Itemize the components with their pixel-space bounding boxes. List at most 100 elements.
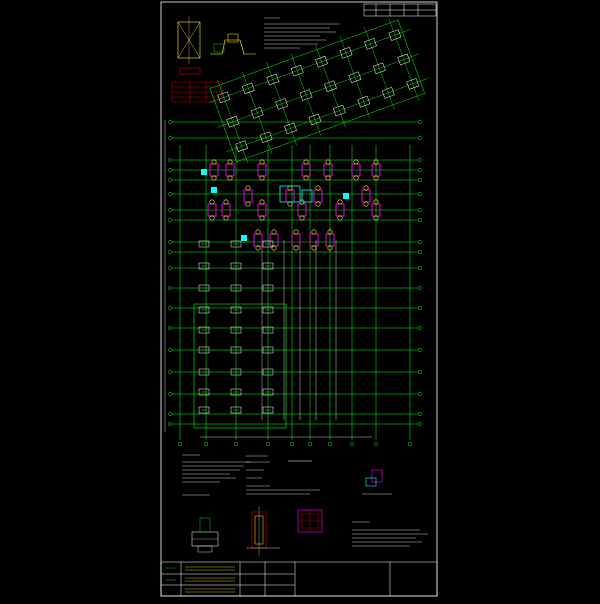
column (198, 326, 210, 334)
wing-column (299, 89, 313, 101)
title-block-bottom (160, 561, 438, 597)
notes-middle (246, 455, 320, 495)
pile-marker (271, 245, 277, 251)
axis-bubble (418, 370, 422, 374)
pile-marker (363, 201, 369, 207)
title-strip-top (363, 3, 437, 17)
column (230, 306, 242, 314)
column (198, 306, 210, 314)
pile-marker (259, 199, 265, 205)
shear-wall (285, 189, 295, 203)
column-detail-top-left (177, 16, 201, 75)
pile-marker (299, 215, 305, 221)
wing-column (348, 71, 362, 84)
pile-marker (245, 185, 251, 191)
wing-axis (226, 78, 428, 152)
axis-bubble (168, 348, 172, 352)
axis-bubble (418, 306, 422, 310)
column-section-right (362, 469, 392, 495)
axis-bubble (418, 208, 422, 212)
pile-marker (259, 215, 265, 221)
axis-bubble (418, 120, 422, 124)
annotation-tag (201, 169, 207, 175)
axis-bubble (168, 412, 172, 416)
axis-bubble (168, 192, 172, 196)
shear-wall (253, 233, 263, 247)
axis-bubble (418, 422, 422, 426)
wing-column (275, 98, 289, 110)
wing-column (290, 64, 304, 77)
axis-bubble (418, 266, 422, 270)
core-opening (279, 185, 301, 203)
axis-bubble (290, 442, 294, 446)
wing-column (217, 91, 231, 104)
annotation-tag (241, 235, 247, 241)
pile-marker (211, 175, 217, 181)
wing-column (308, 113, 322, 126)
axis-bubble (418, 250, 422, 254)
axis-bubble (168, 266, 172, 270)
pile-marker (337, 199, 343, 205)
axis-bubble (418, 136, 422, 140)
pilecap-detail (297, 509, 323, 533)
pile-marker (245, 201, 251, 207)
pile-marker (271, 229, 277, 235)
shear-wall (361, 189, 371, 203)
lower-block-outline (193, 303, 287, 429)
pile-marker (363, 185, 369, 191)
column (230, 346, 242, 354)
pile-marker (325, 175, 331, 181)
pile-marker (287, 201, 293, 207)
title-block-text-lines (166, 566, 235, 593)
pile-marker (303, 159, 309, 165)
wing-axis (208, 29, 411, 103)
pile-marker (303, 175, 309, 181)
axis-bubble (308, 442, 312, 446)
core-opening (301, 189, 313, 203)
axis-bubble (350, 442, 354, 446)
column (262, 406, 274, 414)
pile-marker (255, 245, 261, 251)
axis-bubble (234, 442, 238, 446)
axis-bubble (168, 178, 172, 182)
column (198, 262, 210, 270)
column (198, 240, 210, 248)
small-detail-left (191, 517, 219, 553)
pile-marker (311, 229, 317, 235)
column (198, 406, 210, 414)
column (262, 326, 274, 334)
pile-marker (315, 201, 321, 207)
pile-marker (209, 215, 215, 221)
pile-marker (373, 215, 379, 221)
bottom-left-notes (182, 454, 250, 496)
lower-column-rows (198, 240, 274, 414)
wing-column (397, 53, 411, 66)
wing-column (372, 62, 386, 75)
axis-bubble (328, 442, 332, 446)
upper-core-walls (201, 159, 381, 251)
column (262, 368, 274, 376)
pile-marker (373, 159, 379, 165)
column (198, 346, 210, 354)
axis-bubble (168, 218, 172, 222)
shear-wall (313, 189, 323, 203)
axis-bubble (418, 412, 422, 416)
axis-bubble (418, 168, 422, 172)
wing-column (324, 80, 337, 92)
pile-marker (293, 245, 299, 251)
annotation-tag (211, 187, 217, 193)
axis-bubble (168, 392, 172, 396)
wing-column (259, 131, 273, 144)
column (230, 262, 242, 270)
wing-column (406, 78, 420, 90)
wing-column (364, 38, 377, 50)
axis-bubble (418, 158, 422, 162)
axis-bubble (168, 208, 172, 212)
column (262, 262, 274, 270)
pile-marker (255, 229, 261, 235)
annotation-tag (343, 193, 349, 199)
column (230, 406, 242, 414)
axis-bubble (168, 158, 172, 162)
pile-marker (353, 175, 359, 181)
